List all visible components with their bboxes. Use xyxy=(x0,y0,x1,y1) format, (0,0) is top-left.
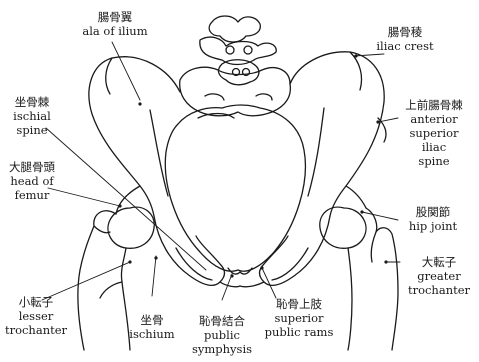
label-asis-jp: 上前腸骨棘 xyxy=(393,98,475,112)
label-head-of-femur: 大腿骨頭 head of femur xyxy=(0,160,64,202)
sacrum-vertebrae xyxy=(180,16,291,116)
label-lesser-trochanter-en-2: trochanter xyxy=(0,323,72,337)
label-iliac-crest-en: iliac crest xyxy=(355,39,455,53)
pointer-dots xyxy=(118,54,387,277)
ischium-pubis xyxy=(154,216,330,287)
label-ala-of-ilium-jp: 腸骨翼 xyxy=(60,10,170,24)
label-head-of-femur-en-1: head of xyxy=(0,174,64,188)
label-public-symphysis: 恥骨結合 public symphysis xyxy=(180,314,264,356)
label-superior-public-rams-en-1: superior xyxy=(254,311,344,325)
label-head-of-femur-en-2: femur xyxy=(0,188,64,202)
label-public-symphysis-en-1: public xyxy=(180,328,264,342)
label-lesser-trochanter-jp: 小転子 xyxy=(0,295,72,309)
label-public-symphysis-jp: 恥骨結合 xyxy=(180,314,264,328)
label-ala-of-ilium-en: ala of ilium xyxy=(60,24,170,38)
label-lesser-trochanter: 小転子 lesser trochanter xyxy=(0,295,72,337)
label-asis-en-1: anterior xyxy=(393,112,475,126)
label-superior-public-rams-en-2: public rams xyxy=(254,325,344,339)
label-hip-joint-jp: 股関節 xyxy=(398,205,468,219)
label-ischial-spine-en-1: ischial xyxy=(2,109,62,123)
label-ischial-spine-en-2: spine xyxy=(2,123,62,137)
pelvic-inlet xyxy=(165,105,305,271)
label-head-of-femur-jp: 大腿骨頭 xyxy=(0,160,64,174)
label-superior-public-rams: 恥骨上肢 superior public rams xyxy=(254,297,344,339)
label-ischium: 坐骨 ischium xyxy=(120,313,184,341)
label-iliac-crest: 腸骨稜 iliac crest xyxy=(355,25,455,53)
label-public-symphysis-en-2: symphysis xyxy=(180,342,264,356)
leader-lines xyxy=(42,42,400,300)
label-ischium-en: ischium xyxy=(120,327,184,341)
label-hip-joint: 股関節 hip joint xyxy=(398,205,468,233)
label-anterior-superior-iliac-spine: 上前腸骨棘 anterior superior iliac spine xyxy=(393,98,475,168)
label-hip-joint-en: hip joint xyxy=(398,219,468,233)
label-ischial-spine-jp: 坐骨棘 xyxy=(2,95,62,109)
label-asis-en-2: superior xyxy=(393,126,475,140)
label-ischium-jp: 坐骨 xyxy=(120,313,184,327)
label-greater-trochanter-en-2: trochanter xyxy=(400,283,478,297)
label-greater-trochanter: 大転子 greater trochanter xyxy=(400,255,478,297)
right-ilium xyxy=(290,52,386,216)
label-greater-trochanter-jp: 大転子 xyxy=(400,255,478,269)
left-ilium xyxy=(89,57,180,216)
label-greater-trochanter-en-1: greater xyxy=(400,269,478,283)
label-iliac-crest-jp: 腸骨稜 xyxy=(355,25,455,39)
label-asis-en-4: spine xyxy=(393,154,475,168)
label-superior-public-rams-jp: 恥骨上肢 xyxy=(254,297,344,311)
label-lesser-trochanter-en-1: lesser xyxy=(0,309,72,323)
label-ala-of-ilium: 腸骨翼 ala of ilium xyxy=(60,10,170,38)
label-ischial-spine: 坐骨棘 ischial spine xyxy=(2,95,62,137)
label-asis-en-3: iliac xyxy=(393,140,475,154)
